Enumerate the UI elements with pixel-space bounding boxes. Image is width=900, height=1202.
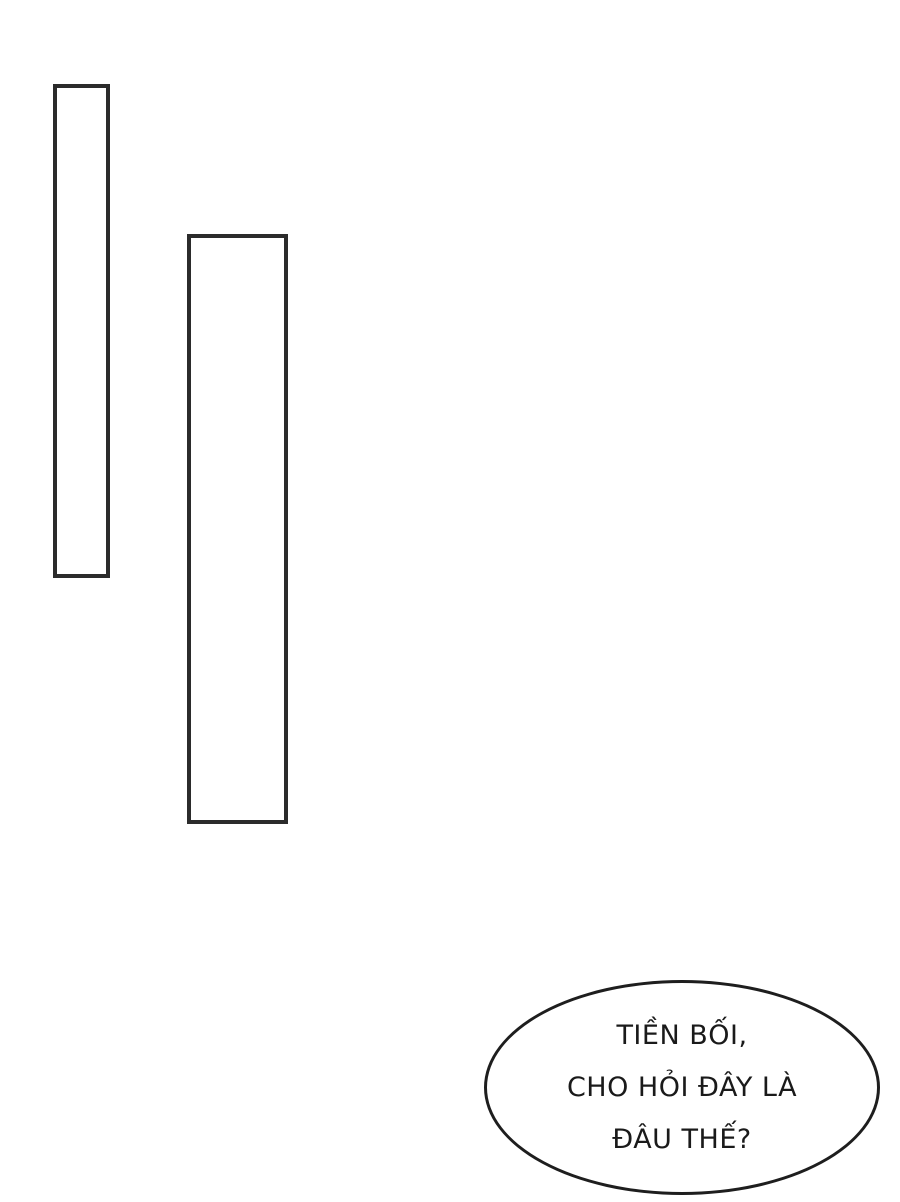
comic-panel-narrow [53, 84, 110, 578]
speech-line-3: ĐÂU THẾ? [612, 1123, 752, 1155]
comic-panel-wide [187, 234, 288, 824]
speech-bubble: TIỀN BỐI, CHO HỎI ĐÂY LÀ ĐÂU THẾ? [484, 980, 880, 1195]
speech-line-1: TIỀN BỐI, [616, 1019, 748, 1051]
speech-line-2: CHO HỎI ĐÂY LÀ [566, 1071, 798, 1103]
